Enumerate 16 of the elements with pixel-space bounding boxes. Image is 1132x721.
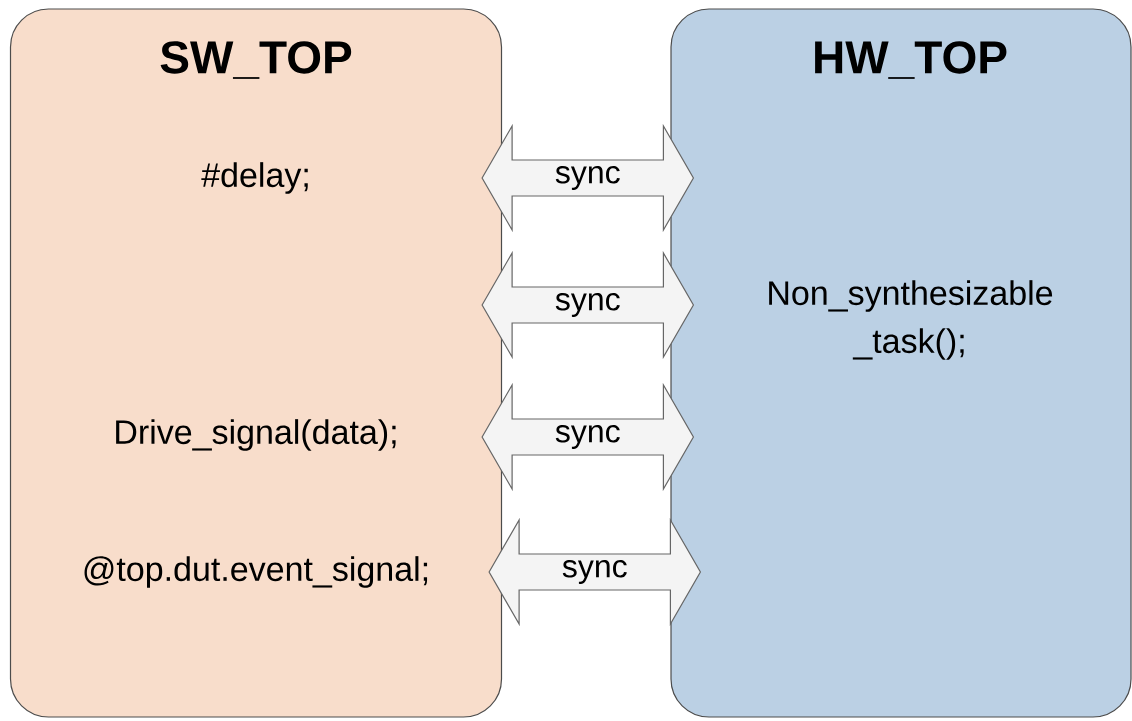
box-heading: SW_TOP bbox=[160, 41, 352, 79]
module-box bbox=[670, 8, 1132, 718]
code-statement: Drive_signal(data); bbox=[116, 419, 396, 451]
block-arrow bbox=[481, 123, 695, 233]
block-arrow bbox=[488, 517, 702, 627]
edge-label: sync bbox=[562, 560, 627, 584]
code-statement: #delay; bbox=[201, 162, 308, 194]
box-heading: HW_TOP bbox=[815, 41, 1007, 79]
code-statement: @top.dut.event_signal; bbox=[84, 556, 428, 588]
edge-label: sync bbox=[555, 166, 620, 190]
code-statement: Non_synthesizable _task(); bbox=[769, 280, 1053, 360]
block-arrow bbox=[481, 250, 695, 360]
edge-label: sync bbox=[555, 425, 620, 449]
edge-label: sync bbox=[555, 293, 620, 317]
module-box bbox=[9, 8, 503, 718]
block-arrow bbox=[481, 382, 695, 492]
